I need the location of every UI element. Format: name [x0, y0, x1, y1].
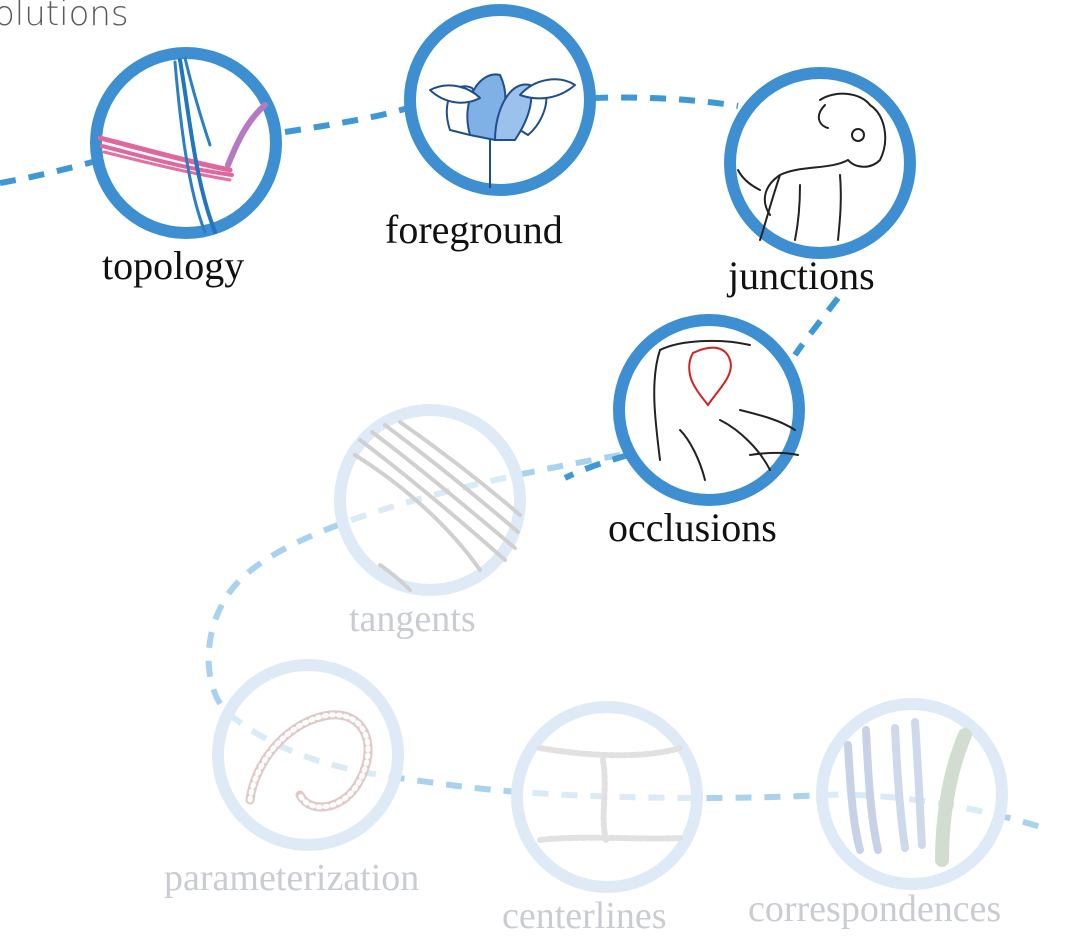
parallel-strokes-icon	[353, 420, 522, 592]
spiral-grid-icon	[245, 710, 373, 812]
active-path	[0, 94, 841, 481]
label-tangents: tangents	[349, 598, 476, 640]
label-parameterization: parameterization	[164, 857, 420, 899]
occlusion-contour	[688, 346, 732, 407]
label-junctions: junctions	[728, 253, 875, 298]
crossing-strokes-icon	[97, 56, 268, 234]
label-foreground: foreground	[385, 207, 563, 252]
node-foreground	[404, 4, 596, 196]
node-junctions	[724, 67, 916, 259]
bead-chain-icon	[537, 745, 683, 843]
animal-leg-sketch-icon	[653, 339, 799, 481]
dog-sketch-icon	[737, 92, 887, 241]
label-correspondences: correspondences	[748, 888, 1002, 930]
section-heading: olutions	[0, 0, 129, 34]
node-correspondences	[816, 698, 1008, 890]
feather-strokes-icon	[844, 718, 972, 867]
label-centerlines: centerlines	[502, 895, 667, 937]
label-topology: topology	[102, 243, 245, 288]
node-occlusions	[613, 314, 805, 506]
node-parameterization	[212, 659, 404, 851]
node-topology	[90, 47, 282, 239]
label-occlusions: occlusions	[608, 505, 777, 550]
node-tangents	[334, 404, 526, 596]
node-centerlines	[511, 701, 703, 893]
flower-icon	[429, 73, 576, 188]
